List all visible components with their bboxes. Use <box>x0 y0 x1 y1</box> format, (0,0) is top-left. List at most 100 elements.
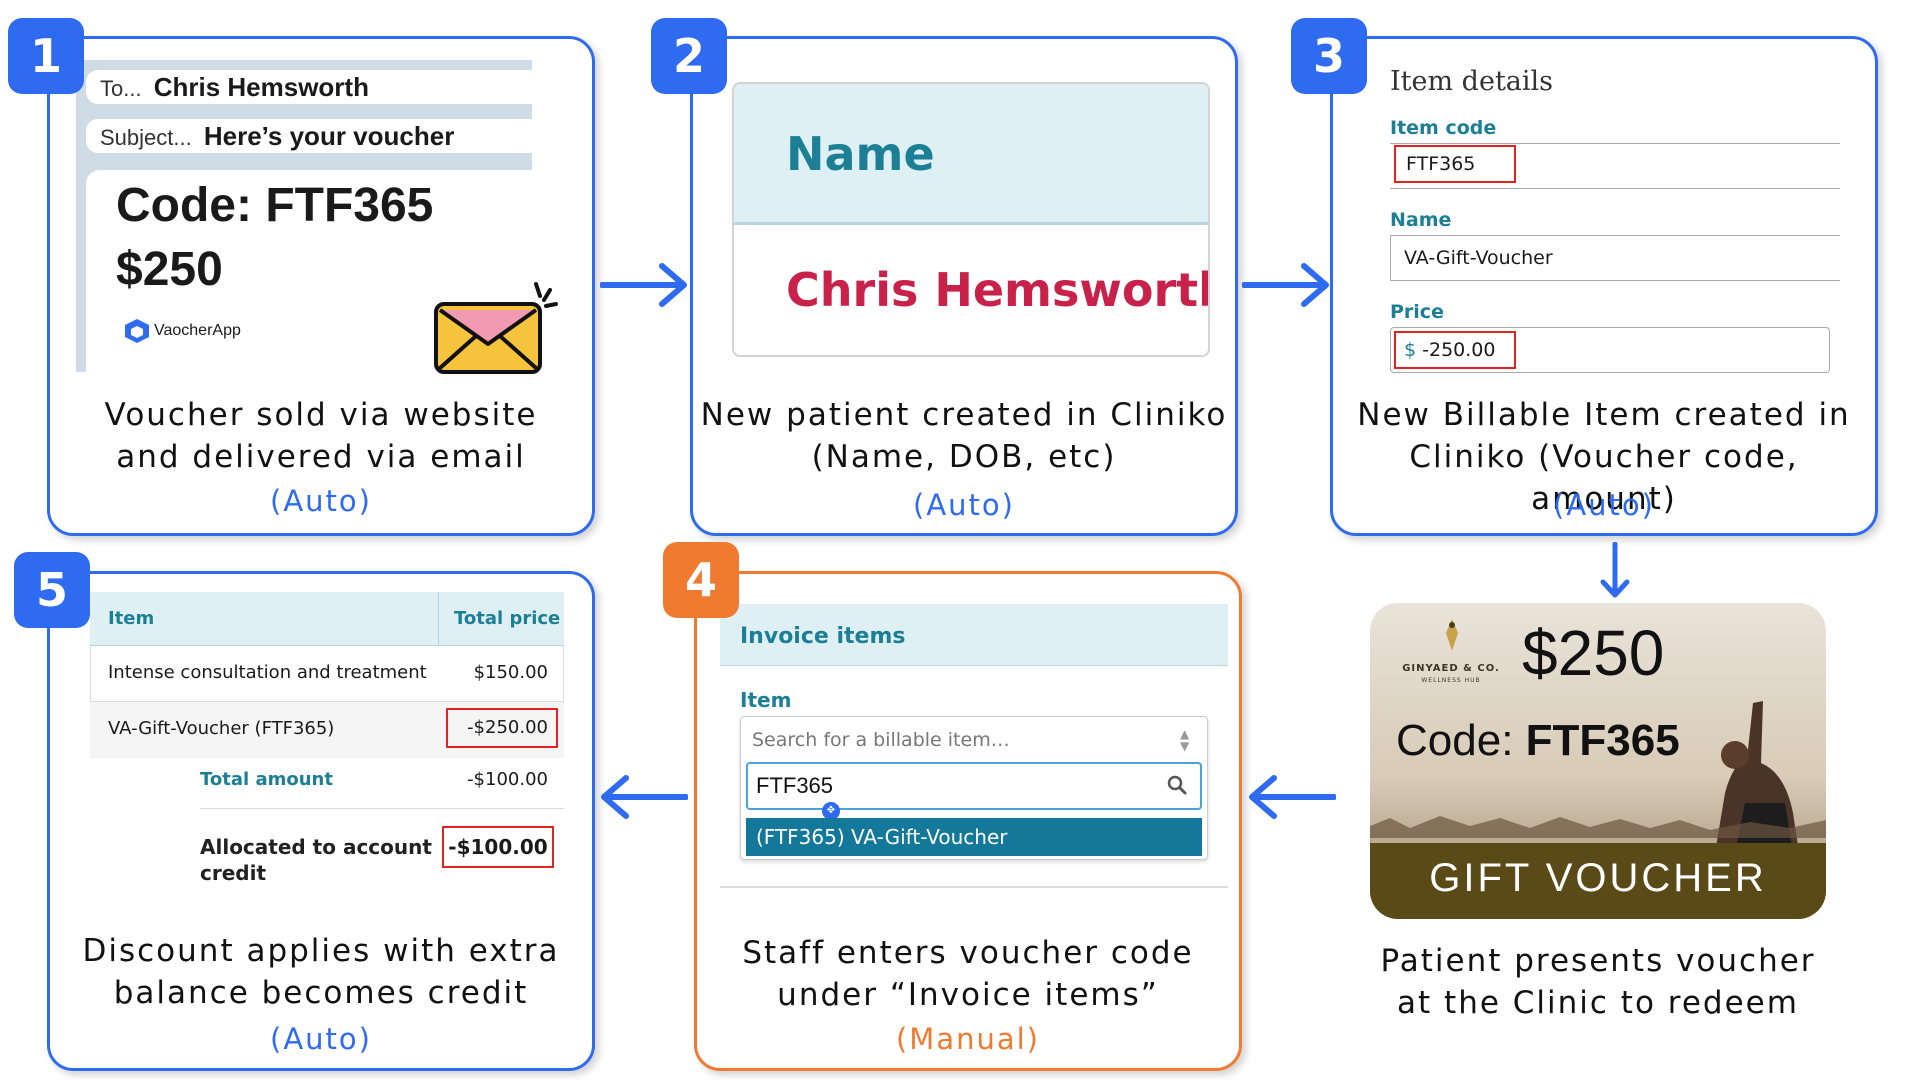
billable-item-search-value: FTF365 <box>756 773 834 798</box>
arrow-right-icon <box>599 262 690 312</box>
step-6-desc-line2: at the Clinic to redeem <box>1397 985 1799 1021</box>
step-5-badge: 5 <box>14 552 90 628</box>
credit-label: Allocated to account credit <box>200 834 432 886</box>
credit-label-line1: Allocated to account <box>200 835 432 859</box>
invoice-item-label: Item <box>740 688 792 712</box>
row-2-item: VA-Gift-Voucher (FTF365) <box>108 718 335 739</box>
item-code-value: FTF365 <box>1394 145 1516 183</box>
step-4-mode: (Manual) <box>895 1022 1040 1056</box>
email-subject-label: Subject... <box>100 125 192 150</box>
email-subject-value: Here’s your voucher <box>203 121 455 151</box>
item-price-label: Price <box>1390 301 1444 323</box>
voucher-code: Code: FTF365 <box>1396 713 1680 769</box>
totals-col-divider <box>438 592 439 646</box>
envelope-icon <box>430 278 560 378</box>
search-icon <box>1166 774 1188 796</box>
step-2-description: New patient created in Cliniko (Name, DO… <box>700 394 1228 478</box>
voucher-brand-logo-icon <box>1440 617 1464 653</box>
cursor-drag-icon: ✥ <box>822 802 840 820</box>
step-6-description: Patient presents voucher at the Clinic t… <box>1340 940 1856 1024</box>
step-3-card <box>1330 36 1878 536</box>
email-to-field: To... Chris Hemsworth <box>100 72 369 102</box>
voucher-brand-name: GINYAED & CO. <box>1402 663 1500 674</box>
step-5-description: Discount applies with extra balance beco… <box>60 930 582 1014</box>
step-1-desc-line1: Voucher sold via website <box>104 397 538 433</box>
row-1-price: $150.00 <box>473 662 548 683</box>
item-name-value: VA-Gift-Voucher <box>1404 247 1553 269</box>
item-details-title: Item details <box>1390 66 1554 97</box>
email-subject-row <box>86 119 532 153</box>
step-1-badge: 1 <box>8 18 84 94</box>
arrow-left-icon <box>1246 774 1337 824</box>
step-3-mode: (Auto) <box>1553 488 1655 522</box>
arrow-down-icon <box>1599 541 1631 604</box>
step-4-desc-line2: under “Invoice items” <box>777 977 1159 1013</box>
table-row <box>90 646 564 702</box>
item-price-value: -250.00 <box>1422 339 1496 361</box>
step-3-badge: 3 <box>1291 18 1367 94</box>
brand-logo-icon <box>124 318 150 344</box>
arrow-right-icon <box>1241 262 1332 312</box>
email-subject-field: Subject... Here’s your voucher <box>100 121 454 151</box>
dropdown-option-voucher[interactable] <box>746 818 1202 856</box>
voucher-code-value: FTF365 <box>1525 716 1680 765</box>
step-3-desc-line2: Cliniko (Voucher code, amount) <box>1409 439 1799 517</box>
row-2-price: -$250.00 <box>446 708 558 748</box>
voucher-banner-text: GIFT VOUCHER <box>1429 856 1767 900</box>
voucher-amount: $250 <box>1522 617 1665 689</box>
credit-label-line2: credit <box>200 861 267 885</box>
email-voucher-amount: $250 <box>116 243 223 296</box>
step-1-desc-line2: and delivered via email <box>116 439 526 475</box>
billable-item-placeholder: Search for a billable item… <box>752 729 1010 751</box>
total-amount-label: Total amount <box>200 769 333 790</box>
voucher-photo-figure <box>1675 693 1815 853</box>
step-2-desc-line1: New patient created in Cliniko <box>700 397 1228 433</box>
item-price-currency: $ <box>1404 339 1417 361</box>
voucher-banner <box>1370 843 1826 919</box>
totals-col-item: Item <box>108 608 155 629</box>
billable-item-search-input[interactable] <box>746 762 1202 810</box>
voucher-crowd <box>1370 808 1826 838</box>
email-to-row <box>86 70 532 104</box>
dropdown-option-text: (FTF365) VA-Gift-Voucher <box>756 825 1008 849</box>
total-amount-value: -$100.00 <box>467 769 548 790</box>
step-4-desc-line1: Staff enters voucher code <box>742 935 1194 971</box>
totals-divider <box>200 808 564 809</box>
table-row <box>90 702 564 758</box>
step-5-mode: (Auto) <box>270 1022 372 1056</box>
step-3-description: New Billable Item created in Cliniko (Vo… <box>1340 394 1868 520</box>
patient-name-box: Name Chris Hemsworth <box>732 82 1210 357</box>
step-2-desc-line2: (Name, DOB, etc) <box>811 439 1117 475</box>
step-5-desc-line2: balance becomes credit <box>113 975 529 1011</box>
patient-name-header <box>734 84 1208 225</box>
step-1-description: Voucher sold via website and delivered v… <box>60 394 582 478</box>
step-6-desc-line1: Patient presents voucher <box>1380 943 1816 979</box>
totals-header-row <box>90 592 564 646</box>
select-arrows-icon: ▲▼ <box>1180 727 1190 753</box>
patient-name-value: Chris Hemsworth <box>786 263 1210 317</box>
item-name-field <box>1390 235 1840 281</box>
row-1-item: Intense consultation and treatment <box>108 662 427 683</box>
email-to-label: To... <box>100 76 142 101</box>
item-name-label: Name <box>1390 209 1452 231</box>
step-4-badge: 4 <box>663 542 739 618</box>
credit-value: -$100.00 <box>442 826 554 868</box>
patient-name-label: Name <box>786 127 935 181</box>
voucher-brand-tagline: WELLNESS HUB <box>1421 677 1481 684</box>
voucher-code-label: Code: <box>1396 716 1526 765</box>
totals-col-total: Total price <box>454 608 561 629</box>
step-1-mode: (Auto) <box>270 484 372 518</box>
email-voucher-code: Code: FTF365 <box>116 179 434 232</box>
step-2-mode: (Auto) <box>913 488 1015 522</box>
arrow-left-icon <box>598 774 689 824</box>
step-2-badge: 2 <box>651 18 727 94</box>
invoice-items-title: Invoice items <box>740 624 906 649</box>
email-to-value: Chris Hemsworth <box>153 72 369 102</box>
item-code-label: Item code <box>1390 117 1497 139</box>
item-price-value-box: $ -250.00 <box>1394 331 1516 369</box>
step-4-description: Staff enters voucher code under “Invoice… <box>704 932 1232 1016</box>
gift-voucher-card: GINYAED & CO. WELLNESS HUB $250 Code: FT… <box>1370 603 1826 919</box>
step-3-desc-line1: New Billable Item created in <box>1357 397 1851 433</box>
item-price-field <box>1390 327 1830 373</box>
step-5-desc-line1: Discount applies with extra <box>82 933 560 969</box>
